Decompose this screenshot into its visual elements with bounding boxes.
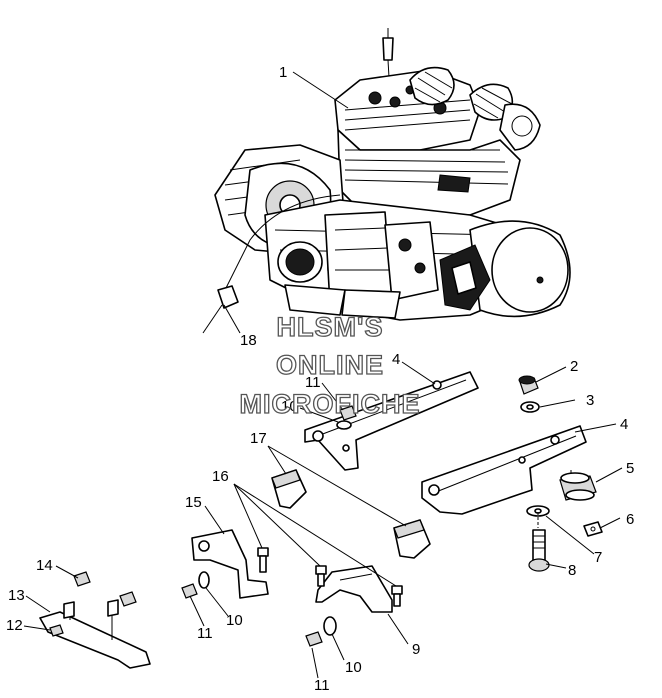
bolt-part-16-b: [315, 565, 327, 587]
nut-part-14-b: [119, 591, 137, 607]
callout-5: 5: [626, 460, 634, 477]
lower-bracket-part-13: [39, 599, 151, 669]
callout-10: 10: [281, 398, 298, 415]
callout-15: 15: [185, 494, 202, 511]
mount-plate-part-15: [191, 529, 269, 599]
washer-part-7: [526, 505, 550, 517]
callout-6: 6: [626, 511, 634, 528]
callout-11: 11: [197, 625, 213, 642]
callout-11: 11: [305, 374, 321, 391]
callout-17: 17: [250, 430, 267, 447]
nut-part-14: [73, 571, 91, 587]
callout-7: 7: [594, 549, 602, 566]
nut-part-11-left: [181, 583, 198, 599]
leader-lines: [23, 71, 623, 679]
rubber-mount-part-5: [559, 470, 597, 501]
engine-mount-bracket-right: [421, 425, 587, 515]
mount-plate-part-9: [315, 565, 393, 613]
watermark: HLSM'S ONLINE MICROFICHE: [239, 311, 421, 419]
callout-9: 9: [412, 641, 420, 658]
watermark-line-2: ONLINE: [276, 350, 384, 380]
nut-part-12: [49, 624, 64, 637]
callout-10: 10: [226, 612, 243, 629]
callout-3: 3: [586, 392, 594, 409]
washer-part-3: [520, 401, 540, 413]
nut-part-2: [518, 375, 539, 395]
washer-part-10-left: [198, 571, 210, 589]
callout-1: 1: [279, 64, 287, 81]
nut-part-6: [583, 521, 603, 537]
washer-part-10-bottom: [323, 616, 337, 636]
watermark-line-1: HLSM'S: [277, 312, 384, 342]
nut-part-11-bottom: [305, 631, 323, 647]
callout-18: 18: [240, 332, 257, 349]
callout-14: 14: [36, 557, 53, 574]
washer-part-10-upper: [336, 420, 352, 430]
callout-2: 2: [570, 358, 578, 375]
bolt-part-16-c: [391, 585, 403, 607]
watermark-line-3: MICROFICHE: [240, 389, 421, 419]
callout-labels: 1 18 4 11 10 2 3 4 17 5 16 15 6 7 8 14 1…: [6, 64, 634, 694]
callout-12: 12: [6, 617, 23, 634]
engine-assembly: [202, 28, 571, 334]
callout-11: 11: [314, 677, 330, 694]
nut-part-11-upper: [339, 405, 357, 421]
engine-mount-bracket-left: [304, 371, 479, 471]
callout-13: 13: [8, 587, 25, 604]
spacer-part-17-left: [271, 469, 307, 509]
bolt-part-8: [528, 512, 550, 572]
callout-16: 16: [212, 468, 229, 485]
callout-4: 4: [620, 416, 628, 433]
bolt-part-16-a: [257, 547, 269, 573]
spacer-part-17-right: [393, 519, 431, 559]
callout-8: 8: [568, 562, 576, 579]
callout-10: 10: [345, 659, 362, 676]
callout-4: 4: [392, 351, 400, 368]
